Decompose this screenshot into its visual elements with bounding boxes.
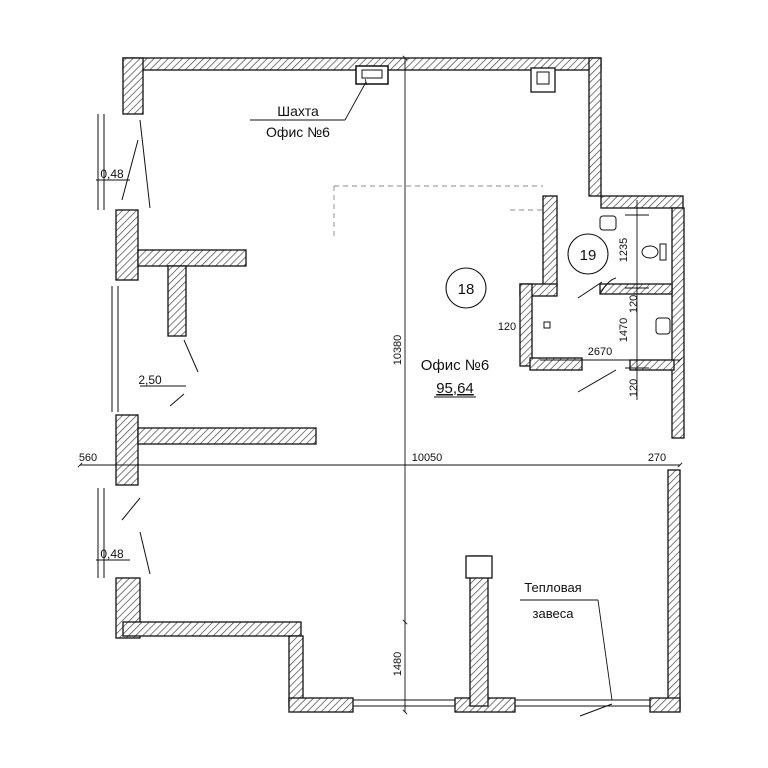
- shaft-inner: [361, 69, 383, 79]
- wall-right-upper: [588, 57, 602, 197]
- fixtures: [543, 215, 671, 335]
- office-number: 18: [458, 281, 475, 298]
- dim-right-small: 270: [648, 452, 666, 464]
- wc-number: 19: [580, 247, 597, 264]
- dim-wc-120-a: 120: [628, 295, 640, 313]
- wall-bottom-left: [122, 621, 302, 637]
- room-marker-19: [567, 233, 609, 275]
- wall-wc-left: [542, 195, 558, 287]
- windows: [97, 114, 650, 717]
- wall-right-step: [600, 195, 684, 209]
- dim-bottom-height: 1480: [392, 652, 404, 676]
- wall-far-right: [671, 207, 685, 439]
- dim-height-main: 10380: [392, 335, 404, 366]
- wc-doors: [577, 277, 617, 393]
- curtain-label-line1: Тепловая: [524, 580, 581, 595]
- wall-wc-left-low: [519, 283, 533, 367]
- wall-left-pier-2: [115, 414, 139, 486]
- dim-wc-1470: 1470: [618, 318, 630, 342]
- wall-wc-bottom: [529, 357, 583, 371]
- curtain-label-line2: завеса: [533, 606, 575, 621]
- wall-partition-upper: [137, 249, 247, 267]
- shaft-label-line2: Офис №6: [266, 124, 330, 140]
- dim-window-bottom: 0,48: [100, 547, 124, 561]
- dim-wc-1235: 1235: [618, 238, 630, 262]
- dashed-outline: [333, 185, 543, 240]
- office-name: Офис №6: [421, 357, 490, 374]
- walls: [115, 57, 685, 713]
- wall-far-right-lower: [667, 469, 681, 711]
- wall-wc-mid: [599, 283, 673, 295]
- dim-wc-120-c: 120: [628, 379, 640, 397]
- toilet-1: [641, 245, 659, 259]
- column-box-bottom: [465, 555, 493, 579]
- sink-1: [599, 215, 617, 231]
- wall-left-pier-1: [115, 209, 139, 281]
- dim-wc-2670: 2670: [588, 346, 612, 358]
- dimension-lines: [77, 55, 683, 715]
- vent-box-right-inner: [536, 71, 550, 85]
- office-area: 95,64: [436, 380, 474, 397]
- wall-partition-upper-col: [167, 265, 187, 337]
- dim-left-small: 560: [79, 452, 97, 464]
- wall-partition-lower: [137, 427, 317, 445]
- wall-bottom-step-v: [288, 635, 304, 707]
- dim-window-top: 0,48: [100, 167, 124, 181]
- wall-bottom-right-a: [288, 697, 354, 713]
- room-marker-18: [445, 267, 487, 309]
- dim-width-main: 10050: [412, 452, 443, 464]
- dim-window-sill: 2,50: [138, 373, 162, 387]
- wall-bottom-right-c: [649, 697, 681, 713]
- sink-2: [655, 317, 671, 335]
- shaft-label-line1: Шахта: [277, 103, 319, 119]
- wall-left-upper: [122, 57, 144, 115]
- dim-wc-120-b: 120: [498, 321, 516, 333]
